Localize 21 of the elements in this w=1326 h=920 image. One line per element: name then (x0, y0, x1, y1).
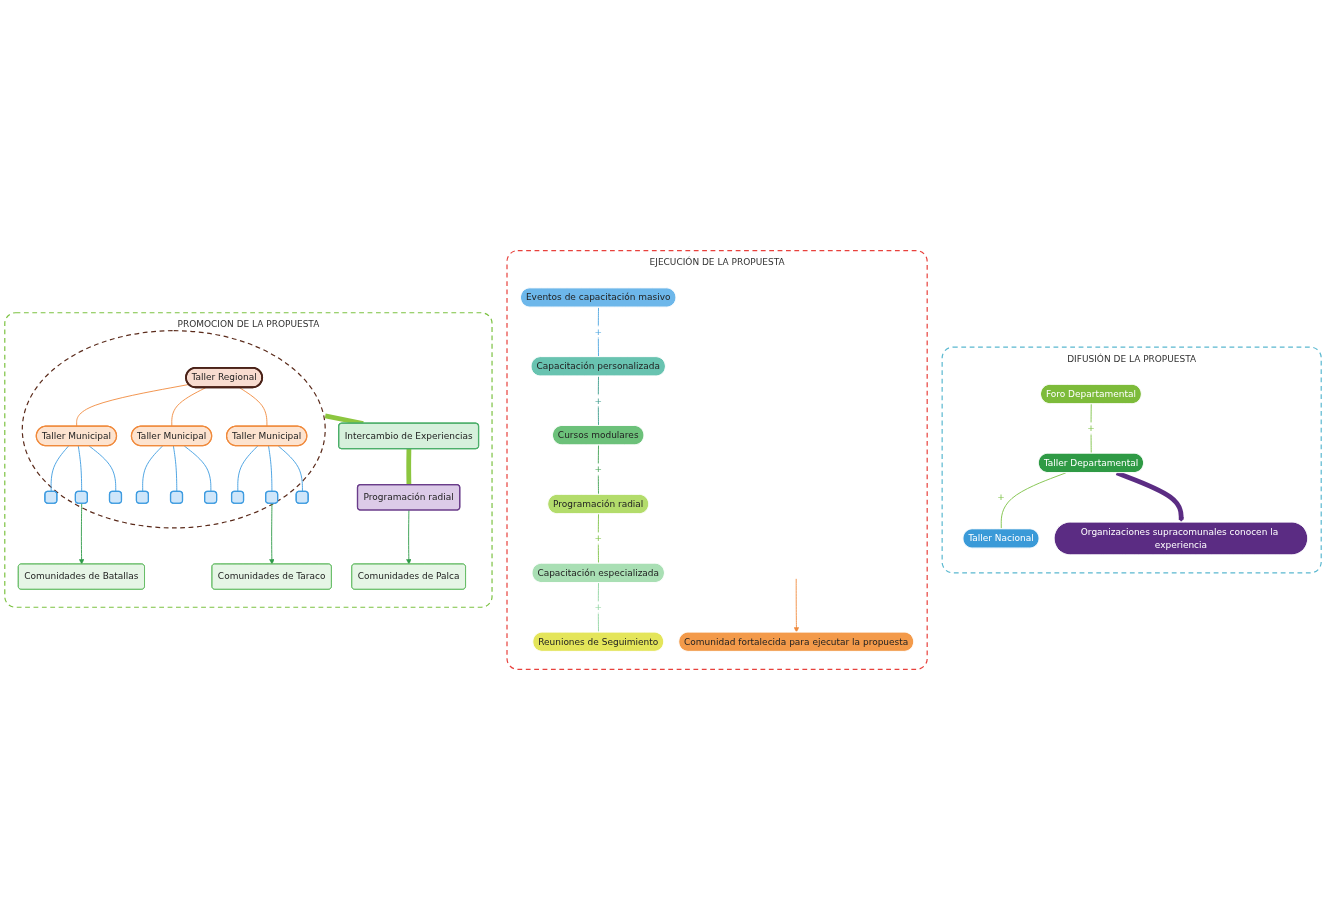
connector (142, 445, 164, 493)
connector (171, 387, 207, 427)
connector (268, 445, 273, 493)
connector (238, 387, 268, 427)
edge-label: + (594, 601, 602, 613)
connector (277, 445, 303, 493)
connector (237, 445, 259, 493)
connector (77, 445, 83, 493)
connector (50, 445, 70, 493)
connector (183, 445, 212, 493)
edge-label: + (594, 464, 602, 475)
edge-label: + (594, 532, 602, 544)
edge-label: + (594, 395, 602, 406)
edge-label: + (997, 491, 1005, 503)
connector (88, 445, 117, 493)
edge-label: + (594, 326, 602, 338)
connector (76, 384, 190, 427)
connector (406, 448, 412, 485)
edge-label: + (1087, 422, 1095, 434)
connector (1000, 472, 1067, 530)
connector (172, 445, 178, 493)
